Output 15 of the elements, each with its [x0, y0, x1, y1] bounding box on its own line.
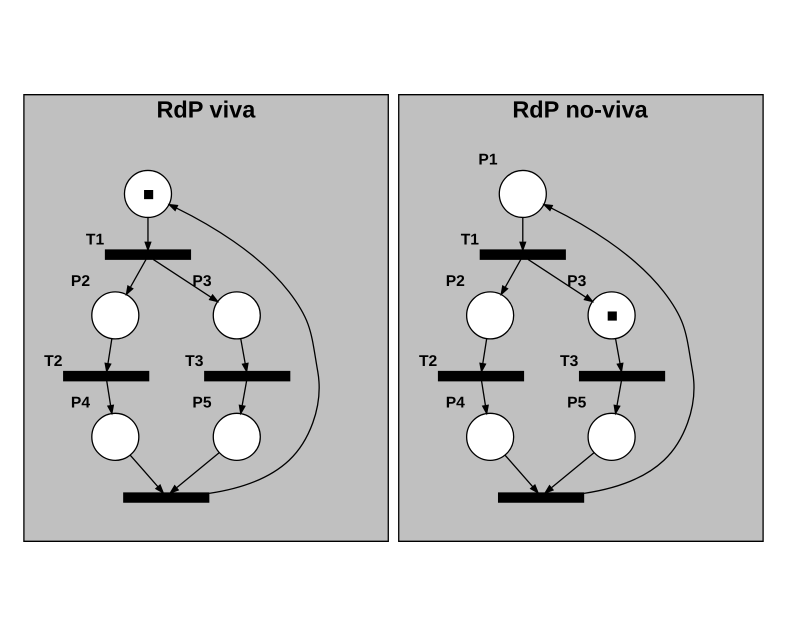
node-label: P4 [70, 394, 90, 412]
node-label: P4 [446, 394, 465, 412]
node-label: P5 [567, 394, 586, 412]
node-label: T3 [560, 352, 578, 370]
node-label: T2 [418, 352, 438, 370]
node-label: T3 [185, 352, 204, 370]
node-label: P5 [192, 394, 212, 412]
node-label: P3 [567, 272, 586, 290]
node-label: T1 [86, 230, 104, 248]
node-label: P3 [192, 272, 212, 290]
node-label: T2 [44, 352, 62, 370]
node-label: P2 [446, 272, 465, 290]
node-label: P2 [70, 272, 90, 290]
node-label: T1 [460, 230, 480, 248]
node-label: P1 [478, 151, 498, 168]
